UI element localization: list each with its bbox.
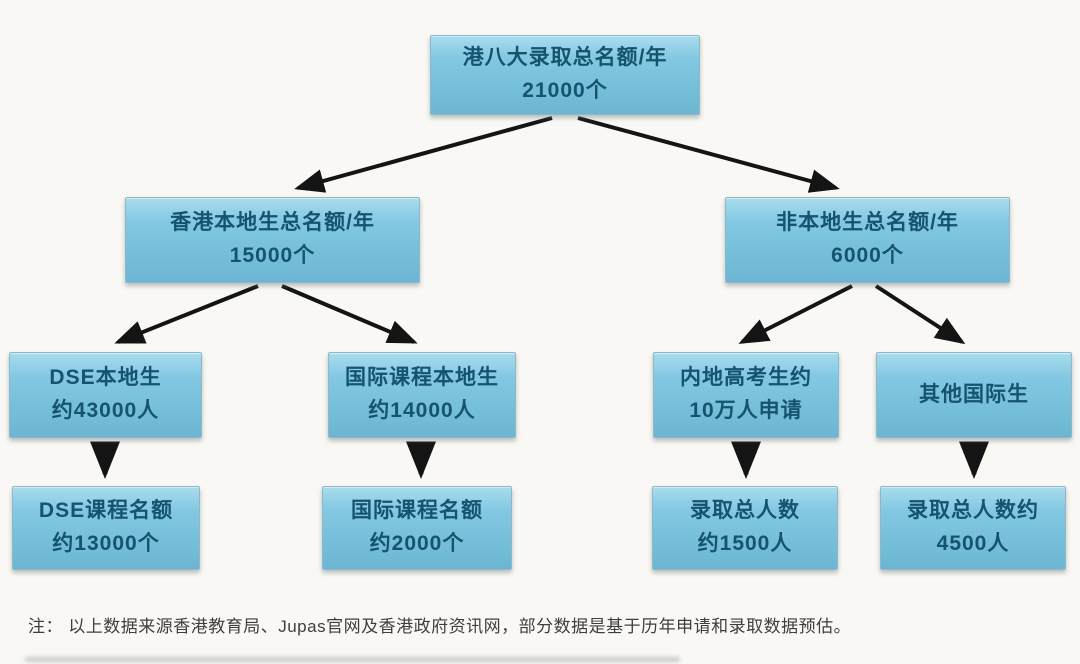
node-gaokao-admitted-title: 录取总人数 bbox=[690, 499, 800, 523]
node-intl-programme-quota: 国际课程名额 约2000个 bbox=[322, 486, 512, 570]
edge-nonlocal-gaokao bbox=[738, 284, 853, 344]
node-other-international-students: 其他国际生 bbox=[876, 352, 1072, 438]
node-other-admitted-title: 录取总人数约 bbox=[907, 499, 1039, 523]
node-nonlocal-total-value: 6000个 bbox=[831, 244, 904, 267]
node-dse-local-students: DSE本地生 约43000人 bbox=[9, 352, 202, 438]
node-intl-curriculum-value: 约14000人 bbox=[368, 399, 476, 422]
edge-root-nonlocal bbox=[577, 116, 840, 193]
node-dse-quota-value: 约13000个 bbox=[52, 532, 160, 555]
node-local-total-title: 香港本地生总名额/年 bbox=[170, 211, 375, 235]
node-mainland-gaokao-applicants: 内地高考生约 10万人申请 bbox=[653, 352, 839, 438]
node-dse-local-value: 约43000人 bbox=[51, 399, 160, 422]
node-intl-quota-title: 国际课程名额 bbox=[351, 499, 483, 523]
node-root-title: 港八大录取总名额/年 bbox=[462, 46, 668, 70]
edge-root-local bbox=[294, 116, 553, 193]
node-nonlocal-total-title: 非本地生总名额/年 bbox=[776, 211, 959, 235]
node-dse-programme-quota: DSE课程名额 约13000个 bbox=[12, 486, 200, 570]
node-intl-curriculum-students: 国际课程本地生 约14000人 bbox=[328, 352, 516, 438]
node-other-international-title: 其他国际生 bbox=[919, 382, 1029, 406]
edge-local-dse bbox=[114, 284, 259, 344]
node-root-value: 21000个 bbox=[522, 79, 608, 102]
edge-nonlocal-otherintl bbox=[874, 284, 966, 345]
node-root-total-quota: 港八大录取总名额/年 21000个 bbox=[430, 35, 700, 115]
node-nonlocal-total: 非本地生总名额/年 6000个 bbox=[725, 197, 1010, 283]
node-mainland-gaokao-value: 10万人申请 bbox=[689, 399, 803, 422]
node-local-total-value: 15000个 bbox=[229, 244, 316, 267]
node-dse-local-title: DSE本地生 bbox=[49, 366, 162, 390]
node-local-total: 香港本地生总名额/年 15000个 bbox=[125, 197, 420, 283]
node-intl-quota-value: 约2000个 bbox=[369, 532, 465, 555]
edge-local-intl bbox=[281, 284, 418, 344]
node-gaokao-admitted-value: 约1500人 bbox=[697, 532, 793, 555]
node-other-admitted-value: 4500人 bbox=[936, 532, 1010, 555]
node-intl-curriculum-title: 国际课程本地生 bbox=[345, 366, 499, 390]
node-other-admitted-total: 录取总人数约 4500人 bbox=[880, 486, 1066, 570]
source-footnote: 注： 以上数据来源香港教育局、Jupas官网及香港政府资讯网，部分数据是基于历年… bbox=[28, 617, 852, 636]
node-gaokao-admitted-total: 录取总人数 约1500人 bbox=[652, 486, 838, 570]
cutoff-text-strip bbox=[25, 657, 680, 662]
node-mainland-gaokao-title: 内地高考生约 bbox=[680, 366, 812, 390]
node-dse-quota-title: DSE课程名额 bbox=[38, 499, 174, 523]
